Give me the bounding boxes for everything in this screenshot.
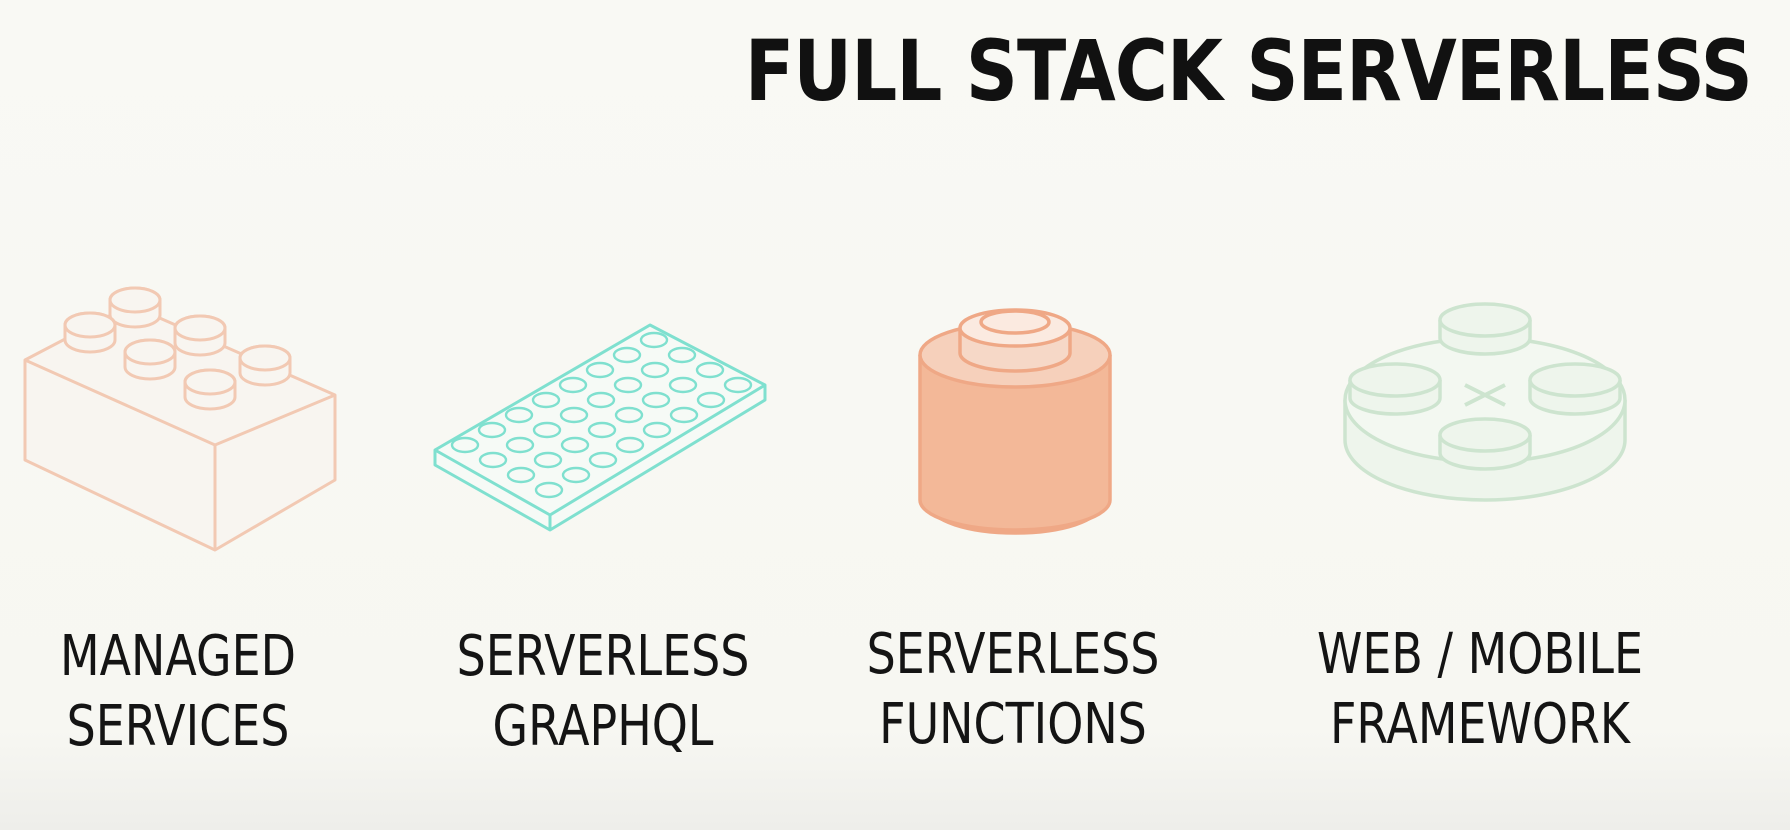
lego-flat-plate-icon — [430, 320, 770, 540]
lego-2x3-brick-icon — [15, 285, 345, 575]
lego-round-brick-icon — [910, 280, 1120, 560]
slide-title: FULL STACK SERVERLESS — [745, 22, 1753, 120]
stack-item-label: MANAGED SERVICES — [60, 624, 296, 759]
lego-round-plate-icon — [1325, 285, 1645, 545]
stack-item-label: WEB / MOBILE FRAMEWORK — [1316, 622, 1644, 757]
stack-item-label: SERVERLESS GRAPHQL — [456, 624, 750, 759]
stack-item-label: SERVERLESS FUNCTIONS — [866, 622, 1160, 757]
